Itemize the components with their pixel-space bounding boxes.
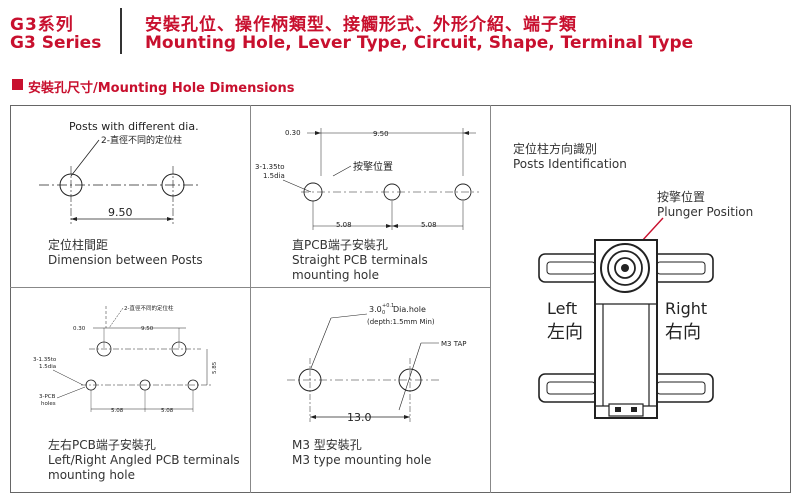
straight-hole-label-b: 1.5dia <box>263 172 285 180</box>
straight-caption-en-2: mounting hole <box>292 268 379 282</box>
straight-dim-top: 9.50 <box>373 130 389 138</box>
m3-dia-sup: +0.1 <box>382 303 394 309</box>
ident-right-zh: 右向 <box>665 322 701 343</box>
straight-pcb-drawing: 0.30 9.50 3-1.35to 1.5dia 按擎位置 5.08 5.08 <box>255 128 479 230</box>
straight-caption-en-1: Straight PCB terminals <box>292 253 428 267</box>
terminal-pin <box>631 407 637 412</box>
grid-divider-3 <box>10 287 490 288</box>
angled-pcb-label-a: 3-PCB <box>39 394 56 400</box>
m3-dia-sub: 0 <box>382 310 385 316</box>
straight-pcb-hole-2 <box>454 183 472 201</box>
arrow-head <box>310 415 316 419</box>
leader-line <box>398 342 422 411</box>
ident-title: 定位柱方向識別 Posts Identification <box>513 142 627 172</box>
angled-post-hole-right <box>171 341 187 357</box>
top-right-lever <box>650 253 714 283</box>
posts-caption-en: Dimension between Posts <box>48 253 203 267</box>
arrow-head <box>167 217 173 221</box>
grid-divider-2 <box>490 105 491 493</box>
arrow-head <box>71 217 77 221</box>
posts-dimension: 9.50 <box>108 206 133 219</box>
dimension-grid <box>10 105 791 493</box>
section-marker-icon <box>12 79 23 90</box>
series-title-en: G3 Series <box>10 33 102 53</box>
posts-drawing: Posts with different dia. 2-直徑不同的定位柱 9.5… <box>39 120 201 224</box>
straight-dim-bottom-2: 5.08 <box>421 221 437 229</box>
arrow-head <box>392 224 398 228</box>
page-title-zh: 安裝孔位、操作柄類型、接觸形式、外形介紹、端子類 <box>145 15 577 35</box>
m3-dia-b: Dia.hole <box>393 305 426 314</box>
ident-right-en: Right <box>665 299 707 318</box>
ident-plunger-en: Plunger Position <box>657 205 754 219</box>
posts-leader <box>70 139 100 177</box>
angled-caption: 左右PCB端子安裝孔 Left/Right Angled PCB termina… <box>48 438 240 483</box>
ident-left-en: Left <box>547 299 577 318</box>
m3-depth: (depth:1.5mm Min) <box>367 318 435 326</box>
m3-dia-a: 3.0 <box>369 305 382 314</box>
switch-drawing: Left 左向 Right 右向 <box>538 217 714 419</box>
section-title: 安裝孔尺寸/Mounting Hole Dimensions <box>28 81 295 96</box>
angled-dim-top: 9.50 <box>141 326 154 332</box>
angled-hole-label-b: 1.5dia <box>39 364 56 370</box>
page-title-en: Mounting Hole, Lever Type, Circuit, Shap… <box>145 33 694 53</box>
angled-dim-bottom-1: 5.08 <box>111 408 124 414</box>
angled-caption-en-2: mounting hole <box>48 468 135 482</box>
straight-plunger-label: 按擎位置 <box>353 160 393 173</box>
m3-tap-label: M3 TAP <box>441 340 466 348</box>
ident-left-zh: 左向 <box>547 322 583 343</box>
plunger-ring-inner <box>614 257 636 279</box>
plunger-ring <box>607 250 643 286</box>
angled-dim-bottom-2: 5.08 <box>161 408 174 414</box>
arrow-head <box>463 131 469 135</box>
leader-line <box>330 313 368 319</box>
leader-line <box>56 386 86 399</box>
ident-title-en: Posts Identification <box>513 157 627 171</box>
straight-hole-label-a: 3-1.35to <box>255 163 285 171</box>
straight-dim-top-left: 0.30 <box>285 129 301 137</box>
bottom-right-lever <box>650 373 714 403</box>
posts-caption-zh: 定位柱間距 <box>48 238 109 252</box>
ident-plunger-zh: 按擎位置 <box>657 190 706 204</box>
straight-dim-bottom-1: 5.08 <box>336 221 352 229</box>
leader-line <box>282 179 312 193</box>
arrow-head <box>386 224 392 228</box>
angled-pcb-drawing: 2-直徑不同的定位柱 0.30 9.50 3-1.35to 1.5dia 5.8… <box>33 304 218 414</box>
straight-caption: 直PCB端子安裝孔 Straight PCB terminals mountin… <box>292 238 428 283</box>
angled-post-hole-left <box>96 341 112 357</box>
angled-posts-label: 2-直徑不同的定位柱 <box>124 304 174 312</box>
arrow-head <box>404 415 410 419</box>
angled-side-dim: 5.85 <box>212 361 218 374</box>
terminal-pin <box>615 407 621 412</box>
leader-line <box>332 165 352 177</box>
posts-caption: 定位柱間距 Dimension between Posts <box>48 238 203 268</box>
posts-label-en: Posts with different dia. <box>69 120 199 133</box>
m3-drawing: 3.0 +0.1 0 Dia.hole (depth:1.5mm Min) M3… <box>287 303 466 424</box>
angled-caption-zh: 左右PCB端子安裝孔 <box>48 438 156 452</box>
grid-divider-1 <box>250 105 251 493</box>
angled-pcb-label-b: holes <box>41 401 56 407</box>
angled-hole-label-a: 3-1.35to <box>33 357 57 363</box>
top-left-lever <box>538 253 602 283</box>
terminal <box>608 403 644 417</box>
ident-plunger-label: 按擎位置 Plunger Position <box>657 190 753 220</box>
straight-pcb-hole-1 <box>383 183 401 201</box>
header-divider <box>120 8 122 54</box>
leader-line <box>108 307 124 329</box>
m3-caption-en: M3 type mounting hole <box>292 453 432 467</box>
ident-title-zh: 定位柱方向識別 <box>513 142 598 156</box>
arrow-head <box>315 131 321 135</box>
angled-caption-en-1: Left/Right Angled PCB terminals <box>48 453 240 467</box>
straight-caption-zh: 直PCB端子安裝孔 <box>292 238 388 252</box>
bottom-left-lever <box>538 373 602 403</box>
m3-dimension: 13.0 <box>347 411 372 424</box>
plunger-center <box>621 264 629 272</box>
leader-line <box>310 317 332 369</box>
m3-caption: M3 型安裝孔 M3 type mounting hole <box>292 438 431 468</box>
leader-line <box>52 369 84 386</box>
m3-caption-zh: M3 型安裝孔 <box>292 438 362 452</box>
posts-label-zh: 2-直徑不同的定位柱 <box>101 134 182 146</box>
series-title-zh: G3系列 <box>10 15 74 35</box>
angled-dim-top-left: 0.30 <box>73 326 86 332</box>
